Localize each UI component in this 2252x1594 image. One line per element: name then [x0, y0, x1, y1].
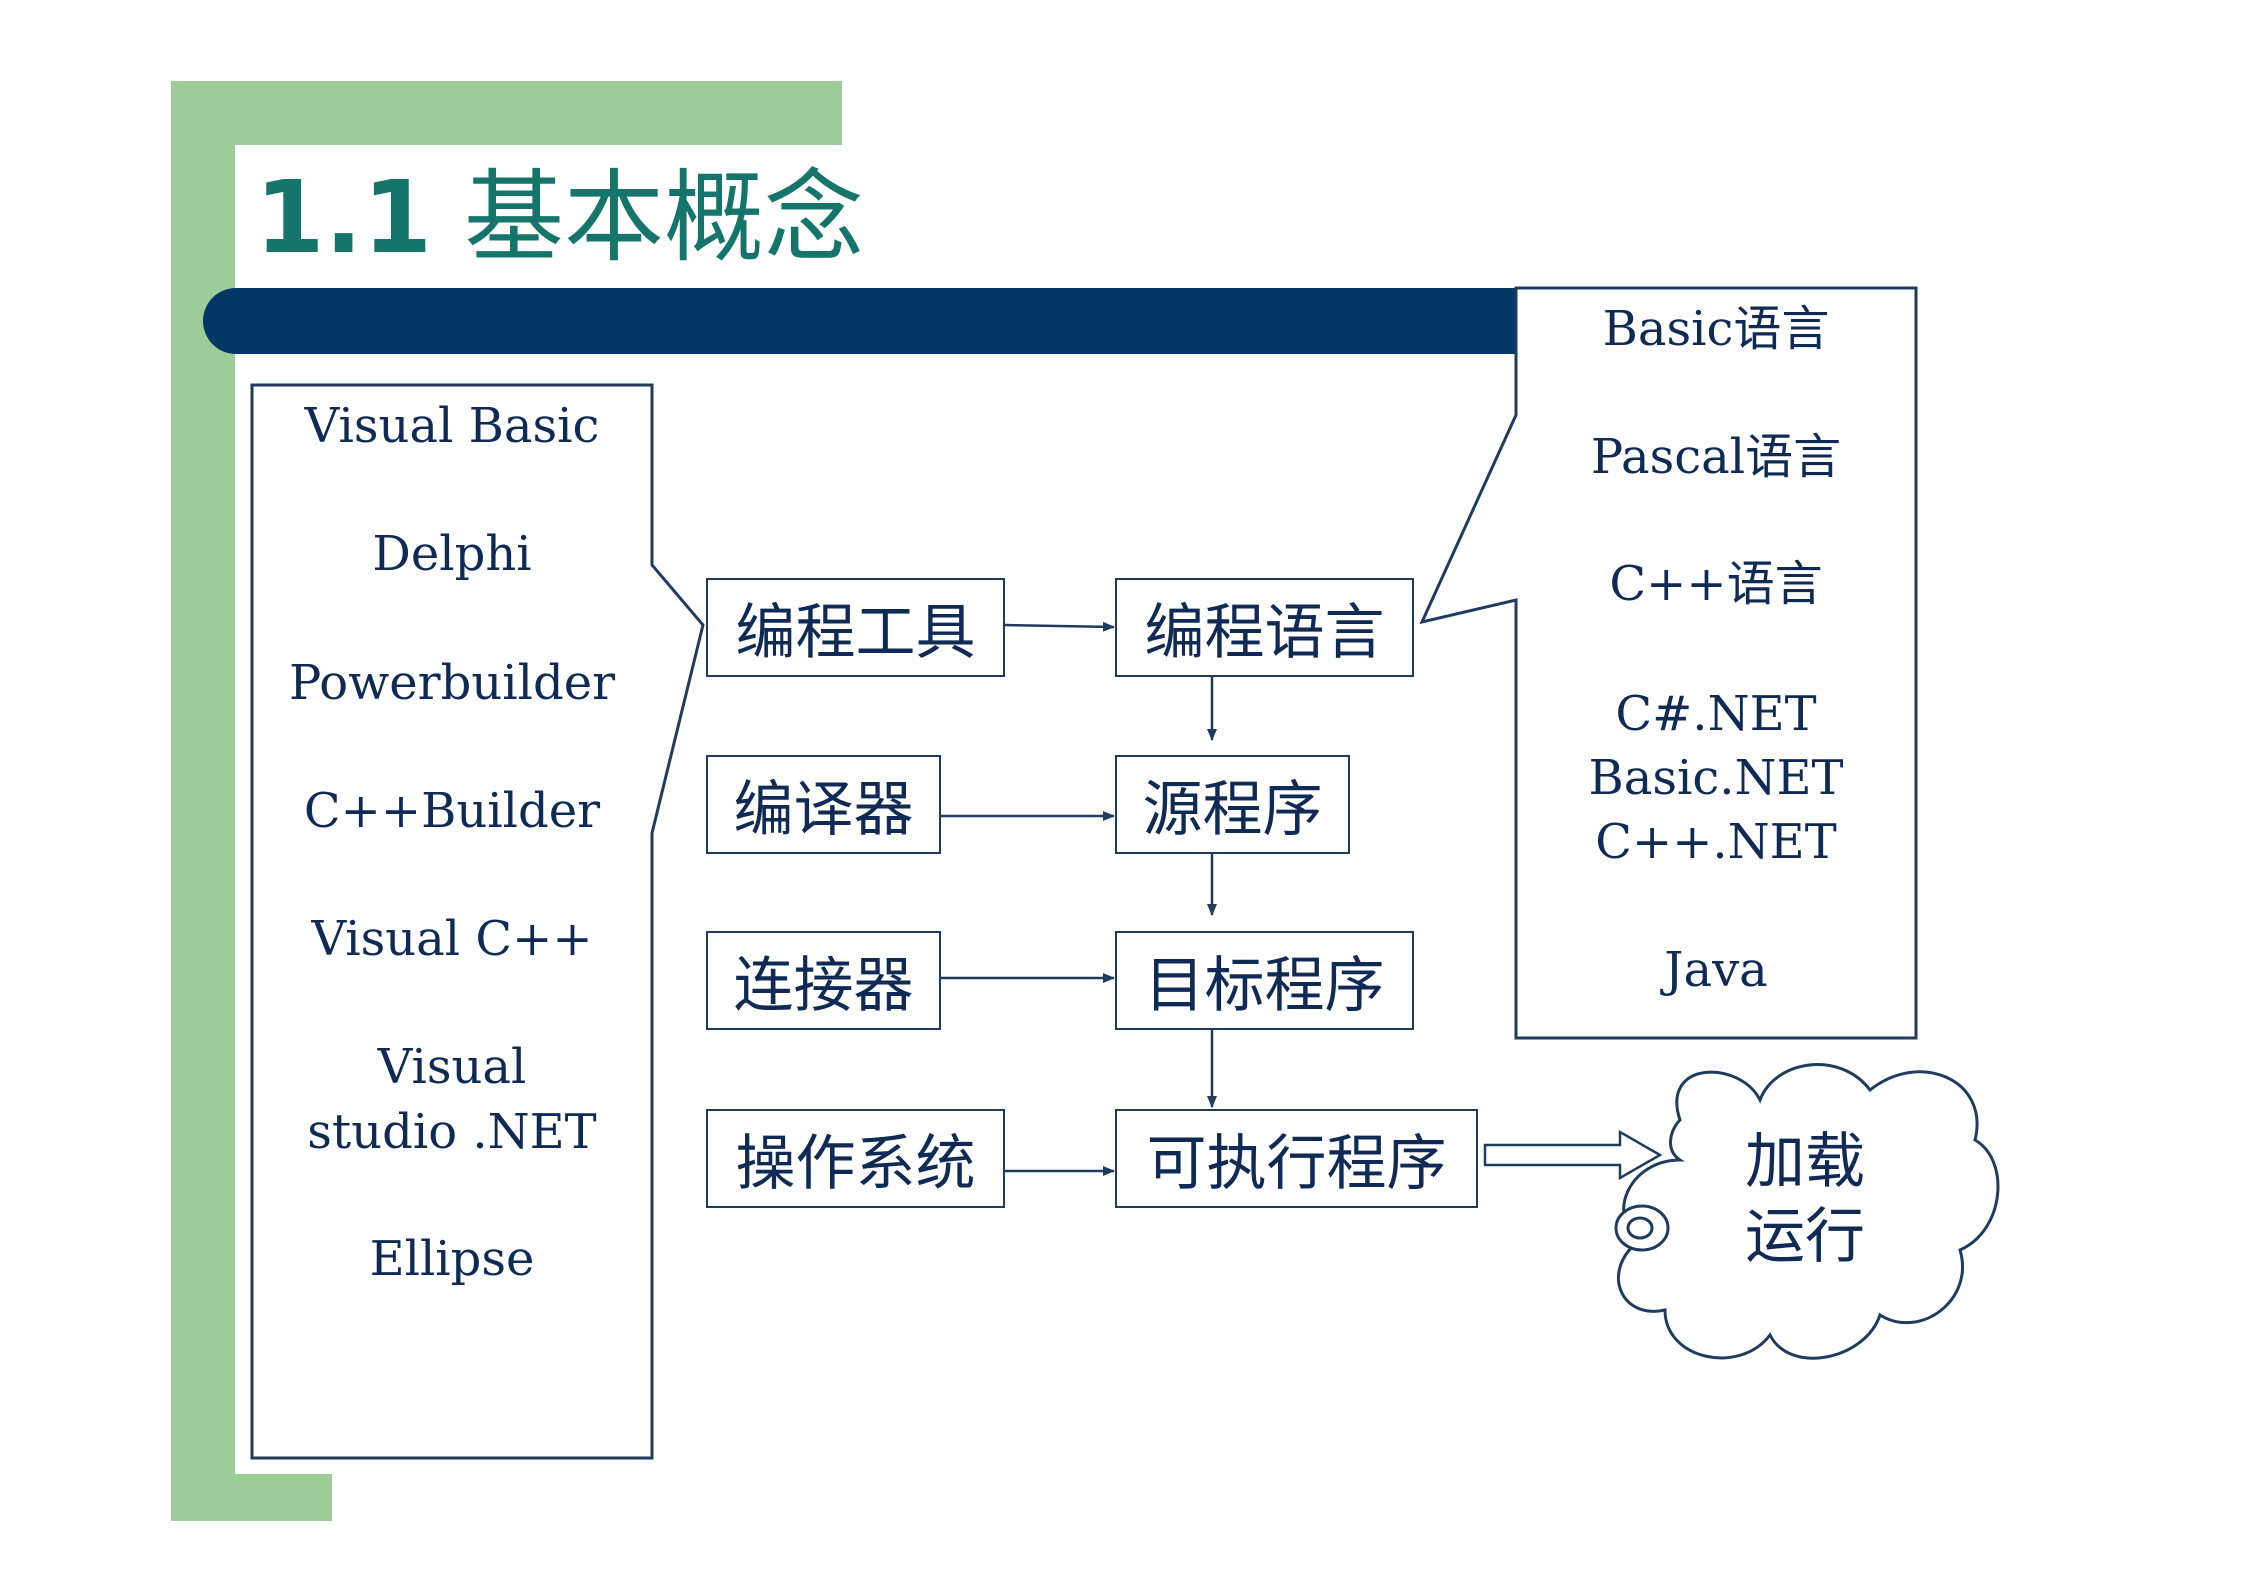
- node-operating-system: 操作系统: [706, 1109, 1005, 1208]
- tools-list-item: Visual Basic: [304, 398, 600, 454]
- languages-list-item: C#.NET: [1615, 686, 1817, 742]
- arrow-tools-to-language: [1002, 621, 1115, 632]
- tools-list: Visual Basic Delphi Powerbuilder C++Buil…: [252, 385, 652, 1458]
- title-text: 基本概念: [463, 159, 864, 276]
- cloud-label: 加载 运行: [1695, 1125, 1915, 1275]
- languages-list-item: Pascal语言: [1590, 429, 1842, 485]
- cloud-label-line1: 加载: [1745, 1127, 1865, 1197]
- tools-list-item: Visual C++: [311, 911, 593, 967]
- languages-list: Basic语言 Pascal语言 C++语言 C#.NET Basic.NET …: [1516, 288, 1916, 1038]
- languages-list-item: Basic语言: [1602, 301, 1830, 357]
- languages-callout: [1419, 286, 1918, 1040]
- tools-list-item: Delphi: [372, 526, 532, 582]
- accent-band-bottom: [171, 1474, 332, 1521]
- node-object-program: 目标程序: [1115, 931, 1414, 1030]
- cloud-bubble-small: [1626, 1216, 1654, 1240]
- languages-list-item: Basic.NET: [1588, 750, 1844, 806]
- tools-list-item: Ellipse: [369, 1231, 535, 1287]
- cloud-label-line2: 运行: [1745, 1202, 1865, 1272]
- tools-list-item: Visual: [377, 1039, 527, 1095]
- languages-list-item: C++语言: [1609, 556, 1823, 612]
- node-programming-tools: 编程工具: [706, 578, 1005, 677]
- node-source-program: 源程序: [1115, 755, 1350, 854]
- node-executable-program: 可执行程序: [1115, 1109, 1478, 1208]
- languages-list-item: C++.NET: [1595, 814, 1837, 870]
- arrow-executable-to-cloud: [1483, 1129, 1663, 1181]
- node-compiler: 编译器: [706, 755, 941, 854]
- title-underline-bar: [203, 288, 1523, 354]
- tools-list-item: studio .NET: [307, 1104, 597, 1160]
- node-programming-language: 编程语言: [1115, 578, 1414, 677]
- tools-list-item: C++Builder: [303, 783, 601, 839]
- accent-band-top: [171, 81, 842, 145]
- node-linker: 连接器: [706, 931, 941, 1030]
- languages-list-item: Java: [1664, 942, 1768, 998]
- tools-list-item: Powerbuilder: [288, 655, 616, 711]
- tools-callout: [250, 383, 705, 1460]
- title-number: 1.1: [255, 159, 433, 276]
- slide-title: 1.1 基本概念: [255, 168, 864, 268]
